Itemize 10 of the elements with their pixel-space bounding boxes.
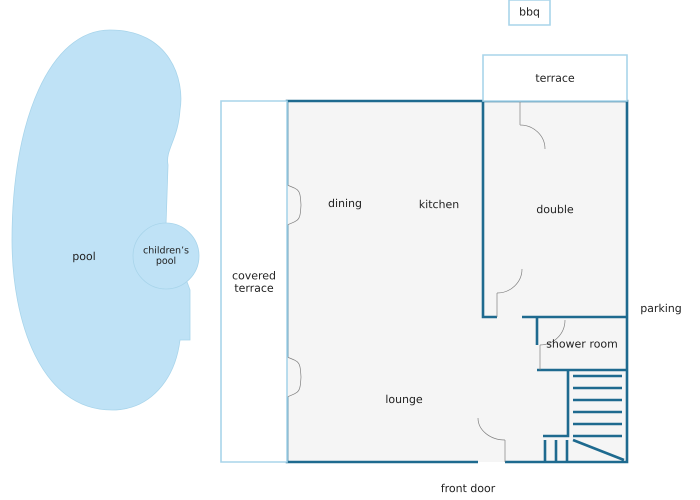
terrace-box: bbq [508, 0, 551, 26]
room-area: double [536, 204, 574, 214]
terrace-box: terrace [482, 54, 628, 102]
room-label: kitchen [420, 200, 458, 208]
room-label: dining [328, 198, 361, 210]
room-label: front door [441, 484, 496, 492]
room-label: parking [641, 304, 681, 314]
terrace-box: covered terrace [220, 100, 288, 463]
room-area: shower room [546, 339, 617, 348]
room-label: lounge [386, 394, 422, 406]
